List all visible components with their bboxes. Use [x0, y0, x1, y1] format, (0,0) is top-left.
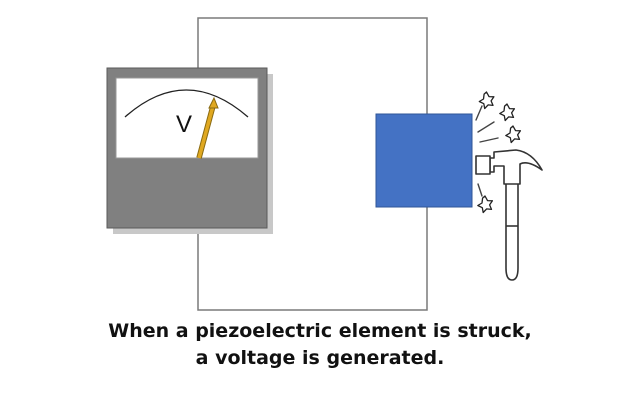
meter-face [115, 77, 259, 159]
meter-unit-label: V [176, 111, 192, 138]
piezo-element [375, 113, 473, 208]
hammer-face [475, 155, 491, 175]
impact-star-icon [477, 91, 522, 214]
piezo-circuit-diagram: V [106, 17, 543, 311]
meter-needle-tip [208, 96, 219, 109]
hammer-icon [475, 149, 543, 281]
meter-needle-fill [197, 105, 215, 159]
hammer-head [489, 149, 543, 185]
hammer-handle [505, 179, 519, 281]
caption-line-2: a voltage is generated. [195, 347, 445, 369]
voltmeter-icon: V [106, 67, 273, 234]
impact-lines [475, 105, 499, 197]
circuit-wire [197, 17, 428, 311]
caption-line-1: When a piezoelectric element is struck, [108, 320, 532, 342]
meter-scale-arc [124, 89, 249, 118]
caption: When a piezoelectric element is struck, … [0, 318, 640, 372]
